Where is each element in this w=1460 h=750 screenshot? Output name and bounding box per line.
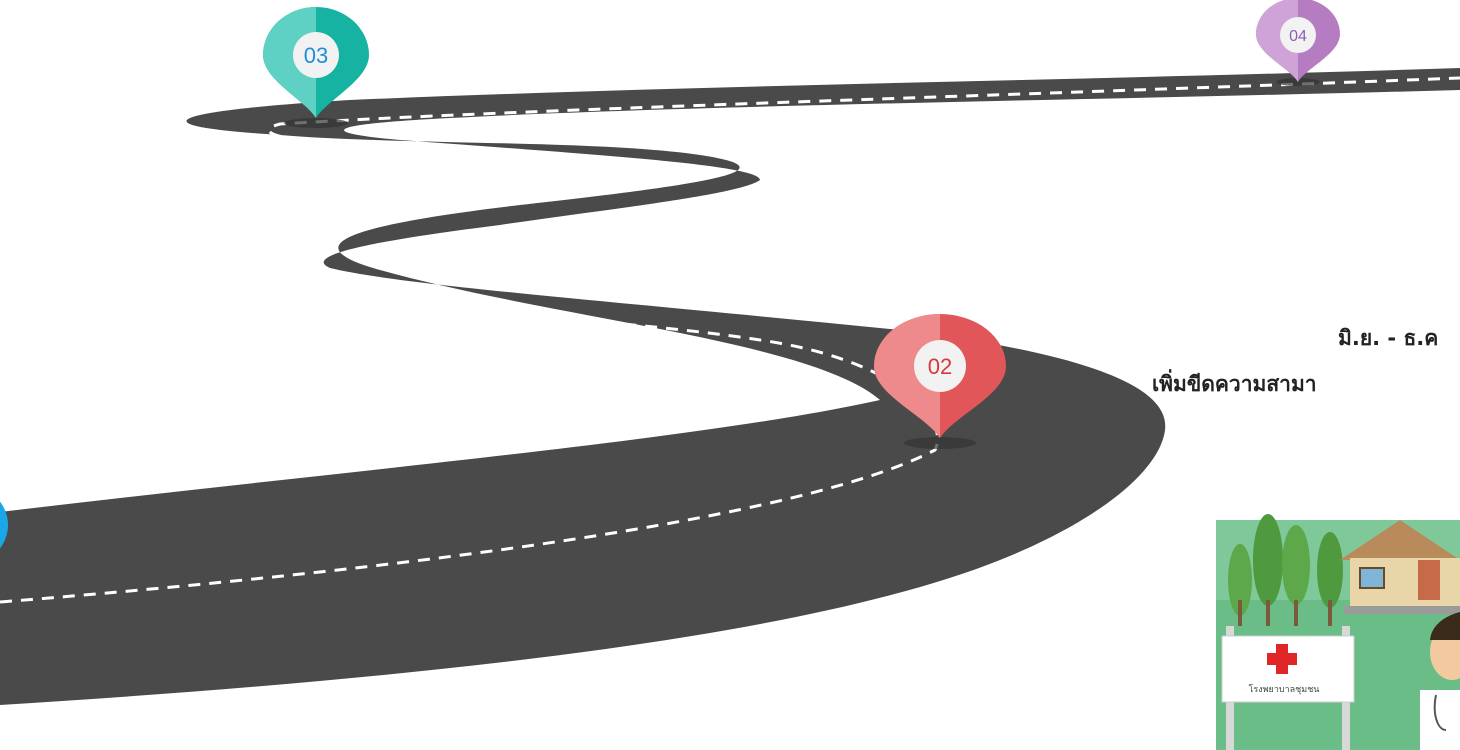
hospital-illustration: โรงพยาบาลชุมชน (1216, 514, 1460, 750)
tree-icon (1317, 532, 1343, 608)
road-centerline (0, 76, 1460, 604)
pin-01 (0, 501, 8, 549)
house-icon (1340, 520, 1460, 614)
tree-icon (1253, 514, 1283, 606)
red-cross-icon (1267, 644, 1297, 674)
pin-03-label: 03 (304, 43, 328, 68)
pin-02-shade (874, 314, 940, 438)
tree-icon (1282, 525, 1310, 605)
pin-03-shade (263, 7, 316, 118)
hospital-sign-text: โรงพยาบาลชุมชน (1249, 684, 1320, 695)
tree-icon (1228, 544, 1252, 616)
pin-02-label: 02 (928, 354, 952, 379)
hospital-sign: โรงพยาบาลชุมชน (1221, 626, 1355, 750)
pin-02 (874, 314, 1006, 449)
milestone-date: มิ.ย. - ธ.ค (1338, 326, 1439, 350)
pin-03 (263, 7, 369, 128)
road (0, 68, 1460, 705)
doctor-icon (1420, 612, 1460, 750)
milestone-description: เพิ่มขีดความสามา (1152, 372, 1317, 396)
pin-04-label: 04 (1289, 28, 1307, 45)
pin-04 (1256, 0, 1340, 86)
